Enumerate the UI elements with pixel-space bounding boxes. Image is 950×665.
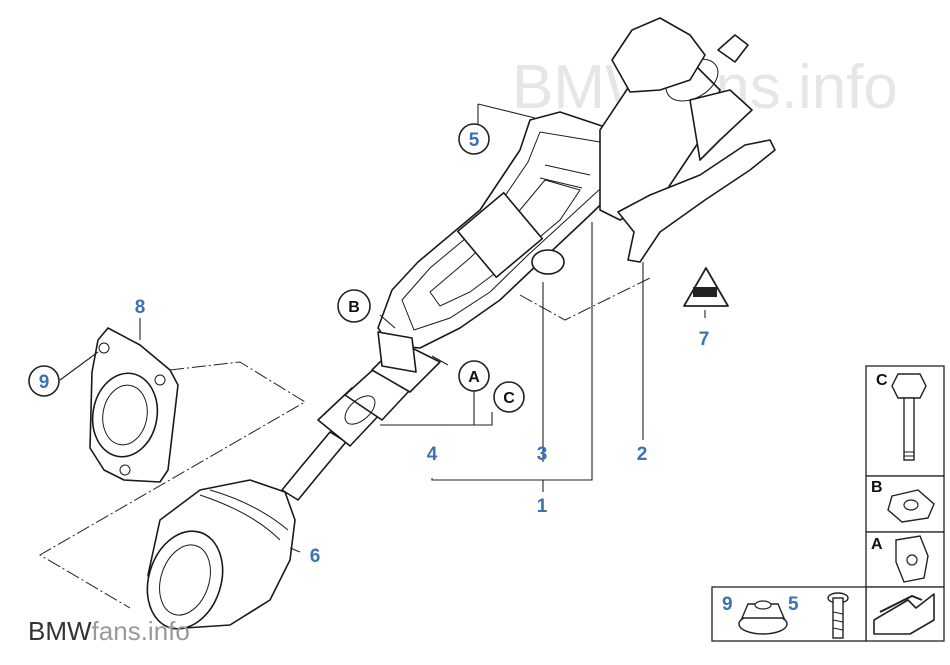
callout-9: 9: [39, 372, 50, 393]
letter-a: A: [468, 369, 480, 386]
callout-6: 6: [310, 546, 321, 567]
callout-8: 8: [135, 297, 146, 318]
callout-7: 7: [699, 329, 710, 350]
bolt-icon: [891, 373, 927, 461]
assembly-dash-line: [39, 361, 306, 609]
lower-mount-block: [377, 331, 417, 373]
screw-icon: [827, 592, 849, 639]
leader-lines: [59, 103, 706, 553]
callout-5-circle: [458, 123, 490, 155]
callout-numbers: 5 8 9 7 4 3 2 1 6: [28, 123, 710, 567]
sealing-flange: [89, 327, 179, 483]
lower-shaft: [281, 431, 347, 501]
callout-1: 1: [537, 496, 548, 517]
lock-housing: [456, 191, 544, 279]
legend-b-label: B: [871, 479, 883, 496]
legend-a-label: A: [871, 536, 883, 553]
letter-callouts: B A C: [337, 289, 525, 413]
callout-9-circle: [28, 365, 60, 397]
watermark-small-brand: BMW: [28, 616, 92, 646]
steering-column-boot: [146, 479, 296, 630]
column-bearing: [531, 249, 565, 275]
legend-panel-bottom: 9 5: [711, 586, 867, 642]
letter-a-circle: [458, 360, 490, 392]
clip-nut-icon: [895, 535, 929, 583]
callout-3: 3: [537, 444, 548, 465]
warning-triangle-icon: [683, 267, 729, 307]
adjustment-lever: [617, 139, 776, 263]
steering-column-assembly: [281, 17, 776, 501]
watermark-small-suffix: fans.info: [92, 616, 190, 646]
arrow-icon: [873, 593, 935, 635]
adjustment-lever-mech: [689, 89, 753, 161]
steering-spindle: [717, 34, 749, 63]
legend-5-label: 5: [788, 594, 799, 615]
letter-b: B: [348, 299, 360, 316]
letter-b-circle: [337, 289, 371, 323]
watermark-small: BMWfans.info: [28, 616, 190, 646]
letter-c-circle: [493, 381, 525, 413]
legend-9-label: 9: [722, 594, 733, 615]
legend-c-label: C: [876, 372, 888, 389]
svg-text:BMWfans.info: BMWfans.info: [28, 616, 190, 646]
upper-fork: [611, 17, 706, 93]
legend-panel-right: C B A: [865, 365, 945, 642]
callout-2: 2: [637, 444, 648, 465]
flange-nut-icon: [738, 600, 788, 635]
letter-c: C: [503, 390, 515, 407]
nut-icon: [887, 489, 935, 523]
warning-dash-line: [519, 277, 651, 321]
callout-4: 4: [427, 444, 438, 465]
callout-5: 5: [469, 130, 480, 151]
